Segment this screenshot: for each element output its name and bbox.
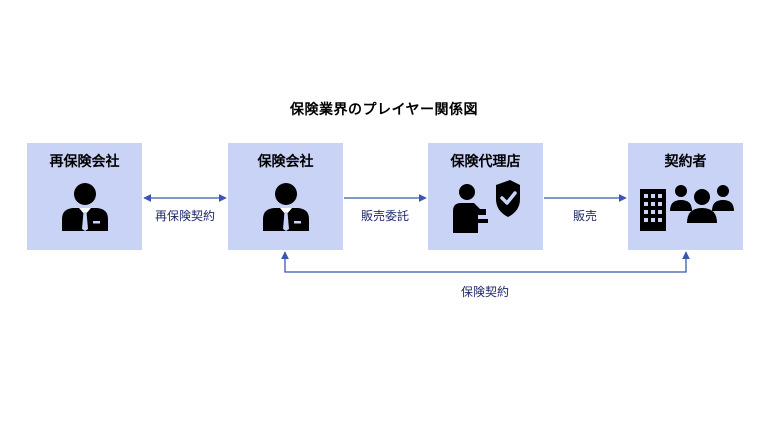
edge-label-sales-consignment: 販売委託 (360, 209, 409, 223)
diagram-title: 保険業界のプレイヤー関係図 (289, 102, 479, 118)
businessman-icon (228, 177, 343, 237)
businessman-icon (27, 177, 142, 237)
node-insurer: 保険会社 (228, 143, 343, 250)
node-label: 保険会社 (257, 154, 314, 170)
node-policyholder: 契約者 (628, 143, 743, 250)
node-label: 再保険会社 (49, 154, 120, 170)
edge-label-reinsurance: 再保険契約 (154, 209, 215, 223)
node-reinsurer: 再保険会社 (27, 143, 142, 250)
edge-label-insurance-contract: 保険契約 (460, 285, 509, 299)
edge-insurer-policyholder (281, 251, 690, 273)
building-people-icon (628, 177, 743, 237)
node-label: 契約者 (664, 154, 707, 170)
node-label: 保険代理店 (450, 154, 521, 170)
agent-shield-icon (428, 177, 543, 237)
node-agency: 保険代理店 (428, 143, 543, 250)
edge-label-sales: 販売 (572, 209, 597, 223)
